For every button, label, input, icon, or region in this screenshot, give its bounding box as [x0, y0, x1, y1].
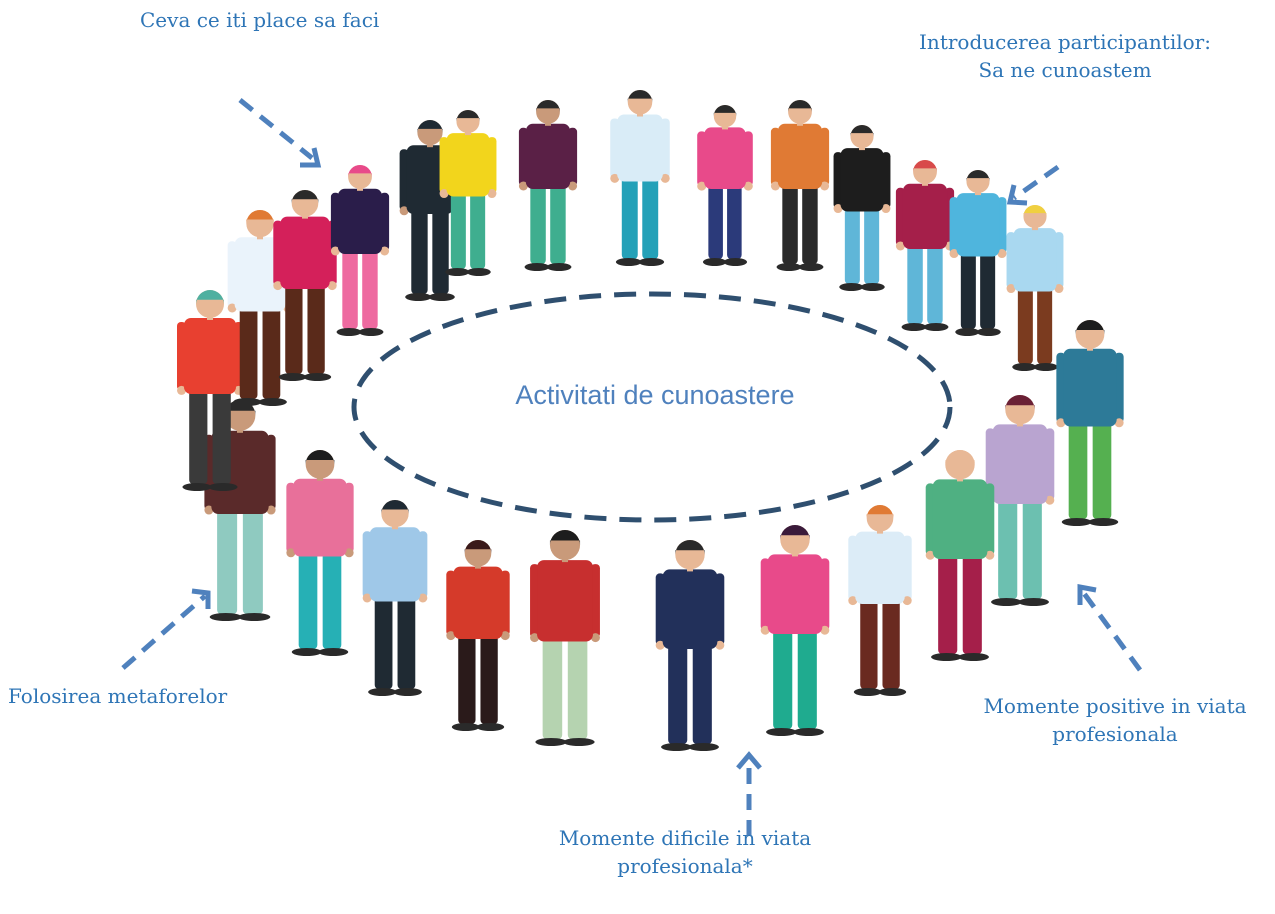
- person-figure: [848, 504, 912, 696]
- label-bottom-line1: Momente dificile in viata: [558, 826, 812, 850]
- center-title: Activitati de cunoastere: [515, 380, 795, 410]
- label-top-right-line2: Sa ne cunoastem: [978, 58, 1152, 82]
- person-figure: [895, 159, 955, 331]
- person-figure: [985, 395, 1055, 606]
- person-figure: [362, 500, 428, 696]
- person-figure: [760, 525, 830, 736]
- person-figure: [177, 290, 243, 491]
- label-right-line1: Momente positive in viata: [983, 694, 1247, 718]
- label-right: Momente positive in viata profesionala: [960, 692, 1270, 748]
- label-left: Folosirea metaforelor: [8, 684, 228, 708]
- label-top-left: Ceva ce iti place sa faci: [140, 8, 380, 32]
- person-figure: [273, 190, 337, 381]
- label-bottom-line2: profesionala*: [617, 854, 753, 878]
- person-figure: [1056, 320, 1124, 526]
- person-figure: [227, 210, 293, 406]
- person-figure: [770, 99, 830, 271]
- person-figure: [697, 105, 753, 266]
- person-figure: [833, 125, 891, 291]
- person-figure: [610, 89, 670, 266]
- person-figure: [439, 110, 497, 276]
- person-figure: [518, 99, 578, 271]
- person-figure: [446, 540, 510, 731]
- person-figure: [330, 165, 390, 336]
- person-figure: [286, 449, 354, 656]
- label-bottom: Momente dificile in viata profesionala*: [520, 824, 850, 880]
- person-figure: [925, 450, 995, 661]
- label-right-line2: profesionala: [1052, 722, 1178, 746]
- label-top-right: Introducerea participantilor: Sa ne cuno…: [890, 28, 1240, 84]
- person-figure: [949, 170, 1007, 336]
- person-figure: [530, 529, 600, 746]
- person-figure: [655, 539, 725, 751]
- person-figure: [1006, 204, 1064, 371]
- label-top-right-line1: Introducerea participantilor:: [919, 30, 1211, 54]
